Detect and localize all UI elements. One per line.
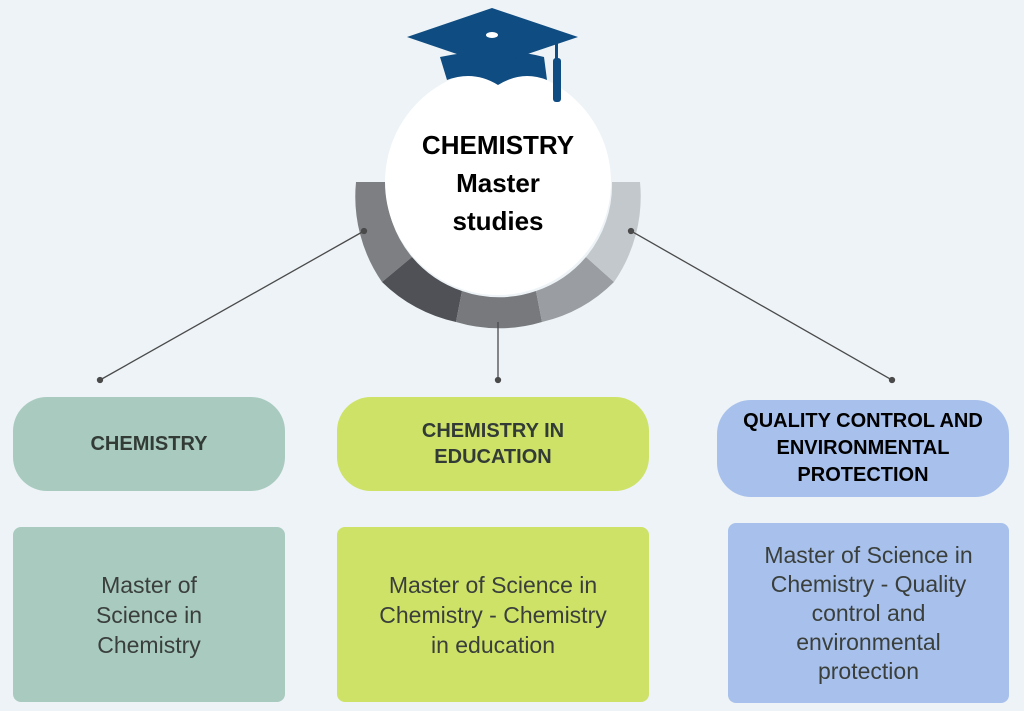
graduation-cap-icon <box>407 8 578 102</box>
ring <box>355 182 641 329</box>
center-title: CHEMISTRY Master studies <box>421 130 575 236</box>
branch-description-text: Master of Science in Chemistry - Quality… <box>764 541 973 684</box>
branch-heading-label: CHEMISTRY IN EDUCATION <box>421 420 565 468</box>
branch-heading-label: QUALITY CONTROL AND ENVIRONMENTAL PROTEC… <box>743 410 983 486</box>
branch-heading-label: CHEMISTRY <box>90 432 208 455</box>
branch-heading-quality: QUALITY CONTROL AND ENVIRONMENTAL PROTEC… <box>717 400 1009 497</box>
branch-description-education: Master of Science in Chemistry - Chemist… <box>337 527 649 702</box>
branch-description-quality: Master of Science in Chemistry - Quality… <box>728 523 1009 703</box>
branch-heading-chemistry: CHEMISTRY <box>13 397 285 491</box>
branch-heading-education: CHEMISTRY IN EDUCATION <box>337 397 649 491</box>
branch-description-chemistry: Master of Science in Chemistry <box>13 527 285 702</box>
center-circle <box>385 69 611 295</box>
branch-description-text: Master of Science in Chemistry <box>95 571 203 658</box>
branch-description-text: Master of Science in Chemistry - Chemist… <box>379 571 607 658</box>
